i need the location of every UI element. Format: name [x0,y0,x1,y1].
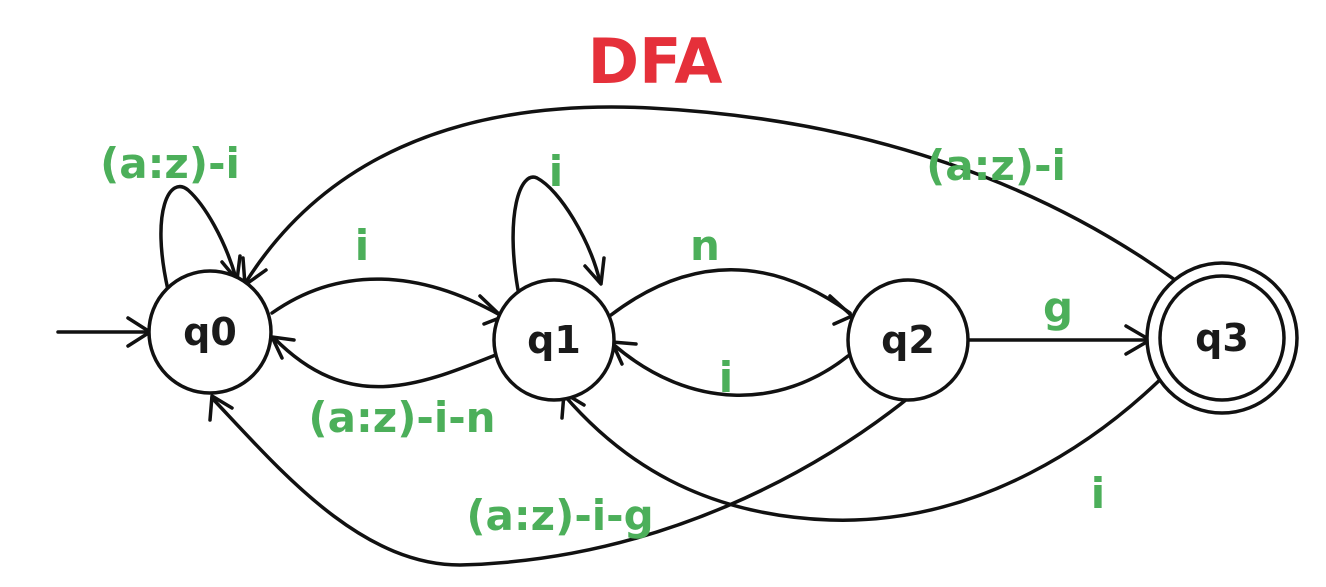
edge-q1-q2 [609,268,854,326]
label-q2-q1: i [719,353,733,402]
label-q2-q3: g [1043,283,1073,332]
state-q3-label: q3 [1195,316,1249,360]
label-q0-self: (a:z)-i [100,139,240,188]
edge-q1-q0 [270,335,500,389]
label-q1-q2: n [690,221,720,270]
label-q2-q0: (a:z)-i-g [466,491,653,540]
label-q3-q0: (a:z)-i [926,141,1066,190]
label-q1-self: i [549,147,563,196]
state-q2: q2 [846,278,970,402]
state-q1: q1 [492,278,616,402]
label-q0-q1: i [355,221,369,270]
diagram-title: DFA [588,25,723,98]
label-q1-q0: (a:z)-i-n [308,393,495,442]
edge-q2-q0 [208,393,914,567]
state-q0: q0 [147,269,273,395]
start-arrow [56,316,152,348]
state-q0-label: q0 [183,310,237,354]
state-q3: q3 [1145,261,1299,415]
edge-q0-q1 [270,277,504,326]
label-q3-q1: i [1091,469,1105,518]
state-q1-label: q1 [527,318,581,362]
edge-q1-self [511,175,606,292]
state-q2-label: q2 [881,318,935,362]
